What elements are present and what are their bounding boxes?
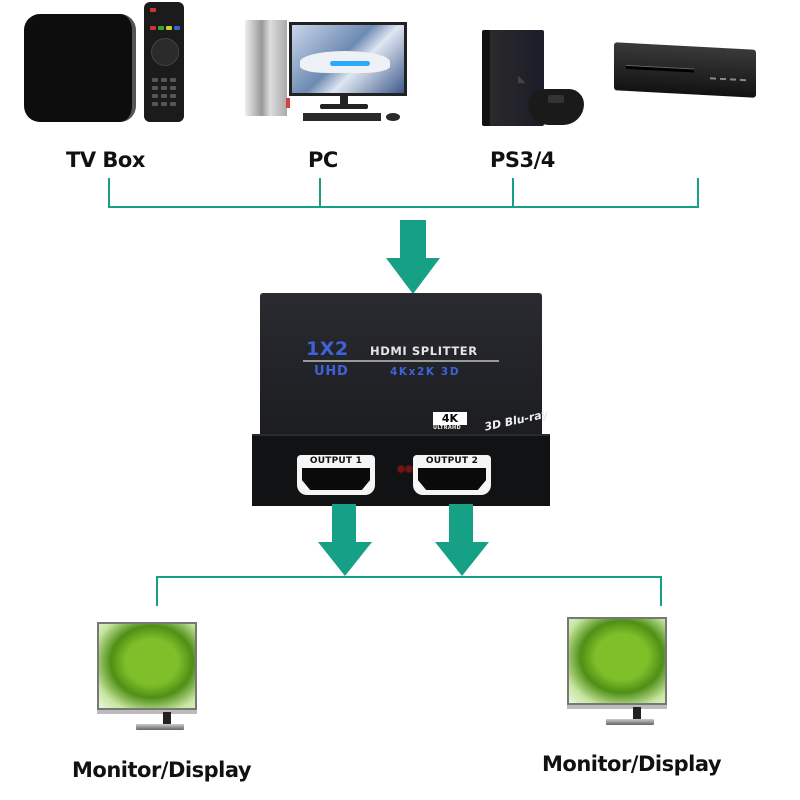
tv-box-icon bbox=[24, 14, 136, 122]
splitter-resolution: 4Kx2K 3D bbox=[390, 366, 461, 378]
source-label-pc: PC bbox=[308, 148, 338, 172]
splitter-uhd: UHD bbox=[314, 364, 349, 379]
remote-control-icon bbox=[144, 2, 184, 122]
pc-monitor-stand bbox=[340, 94, 348, 106]
hdmi-port-icon bbox=[302, 468, 370, 490]
source-label-tv-box: TV Box bbox=[66, 148, 145, 172]
output-bus-line bbox=[156, 576, 662, 578]
connector-line-dvd bbox=[697, 178, 699, 208]
monitor-foot bbox=[606, 719, 654, 725]
splitter-name: HDMI SPLITTER bbox=[370, 344, 478, 358]
input-bus-line bbox=[108, 206, 699, 208]
splitter-divider bbox=[303, 360, 499, 362]
hdmi-splitter-device bbox=[260, 293, 542, 443]
led-indicator-1 bbox=[398, 466, 404, 472]
arrow-down-icon bbox=[386, 220, 440, 294]
arrow-down-icon bbox=[318, 504, 372, 576]
led-indicator-2 bbox=[406, 466, 412, 472]
display-label-1: Monitor/Display bbox=[72, 758, 252, 782]
monitor-stand bbox=[163, 712, 171, 728]
output-label-1: OUTPUT 1 bbox=[309, 456, 363, 466]
arrow-down-icon bbox=[435, 504, 489, 576]
monitor-stand bbox=[633, 707, 641, 723]
mouse-icon bbox=[386, 113, 400, 121]
monitor-icon bbox=[97, 622, 197, 714]
monitor-foot bbox=[136, 724, 184, 730]
dvd-player-icon bbox=[614, 42, 756, 98]
output-label-2: OUTPUT 2 bbox=[425, 456, 479, 466]
source-label-ps: PS3/4 bbox=[490, 148, 555, 172]
desktop-pc-icon bbox=[289, 22, 407, 96]
keyboard-icon bbox=[303, 113, 381, 121]
splitter-model: 1X2 bbox=[306, 338, 349, 360]
connector-line-pc bbox=[319, 178, 321, 208]
4k-badge-sub: ULTRAHD bbox=[433, 425, 461, 431]
connector-line-ps bbox=[512, 178, 514, 208]
pc-tower-icon bbox=[245, 20, 290, 116]
4k-badge: 4K bbox=[433, 412, 467, 425]
hdmi-port-icon bbox=[418, 468, 486, 490]
connector-line-tv-box bbox=[108, 178, 110, 208]
pc-monitor-foot bbox=[320, 104, 368, 109]
connector-line-display-2 bbox=[660, 576, 662, 606]
monitor-icon bbox=[567, 617, 667, 709]
gamepad-icon bbox=[528, 89, 584, 125]
connector-line-display-1 bbox=[156, 576, 158, 606]
display-label-2: Monitor/Display bbox=[542, 752, 722, 776]
hdmi-output-port-1: OUTPUT 1 bbox=[297, 455, 375, 495]
hdmi-output-port-2: OUTPUT 2 bbox=[413, 455, 491, 495]
